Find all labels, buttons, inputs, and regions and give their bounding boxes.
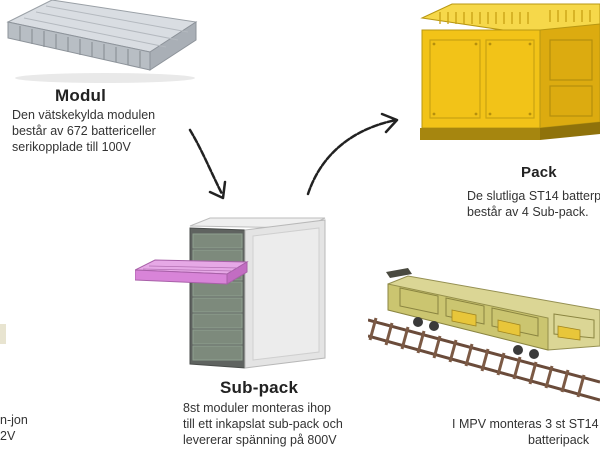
mpv-desc-line-2: batteripack (528, 433, 590, 447)
subpack-image (135, 214, 335, 374)
pack-image (400, 0, 600, 148)
module-image (0, 0, 200, 85)
module-description: Den vätskekylda modulen består av 672 ba… (12, 107, 212, 155)
cell-desc-line-2: 2V (0, 429, 16, 443)
module-title: Modul (55, 86, 107, 105)
cell-desc-line-1: n-jon (0, 413, 28, 427)
subpack-desc-line-2: till ett inkapslat sub-pack och (183, 417, 343, 431)
subpack-desc-line-1: 8st moduler monteras ihop (183, 401, 331, 415)
subpack-description: 8st moduler monteras ihop till ett inkap… (183, 400, 383, 448)
module-desc-line-3: serikopplade till 100V (12, 140, 131, 154)
module-desc-line-2: består av 672 battericeller (12, 124, 156, 138)
mpv-train-image (368, 262, 600, 402)
cell-description-fragment: n-jon 2V (0, 412, 40, 444)
cell-image-fragment (0, 318, 10, 348)
arrow-subpack-to-pack (298, 112, 408, 202)
pack-desc-line-2: består av 4 Sub-pack. (467, 205, 589, 219)
mpv-description: I MPV monteras 3 st ST14 batteripack (452, 416, 600, 448)
pack-desc-line-1: De slutliga ST14 batterpa (467, 189, 600, 203)
module-desc-line-1: Den vätskekylda modulen (12, 108, 156, 122)
mpv-desc-line-1: I MPV monteras 3 st ST14 (452, 417, 599, 431)
arrow-module-to-subpack (180, 110, 240, 210)
subpack-desc-line-3: levererar spänning på 800V (183, 433, 337, 447)
pack-description: De slutliga ST14 batterpa består av 4 Su… (467, 188, 600, 220)
pack-title: Pack (521, 164, 557, 181)
subpack-title: Sub-pack (220, 378, 299, 397)
